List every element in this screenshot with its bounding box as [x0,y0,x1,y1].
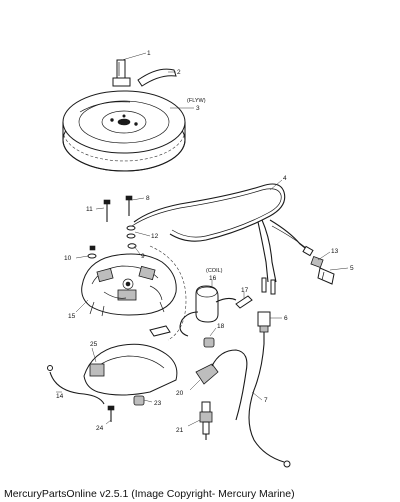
callout-9: 9 [141,253,145,260]
part-6-cap[interactable] [257,311,271,344]
part-13-plug[interactable] [310,256,324,268]
part-1-flywheel-key[interactable] [112,59,131,87]
part-12-washer[interactable] [126,225,136,239]
callout-15: 15 [68,313,76,320]
part-8-screw[interactable] [125,195,133,216]
part-3-flywheel[interactable] [62,90,186,172]
image-caption: MercuryPartsOnline v2.5.1 (Image Copyrig… [4,488,295,500]
part-23-grommet[interactable] [133,395,145,406]
tag-coil: (COIL) [206,268,223,274]
callout-17: 17 [241,287,249,294]
part-2-strap[interactable] [137,68,177,87]
callout-10: 10 [64,255,72,262]
callout-18: 18 [217,323,225,330]
part-25-trigger-plate[interactable] [83,325,178,396]
callout-23: 23 [154,400,162,407]
callout-6: 6 [284,315,288,322]
callout-25: 25 [90,341,98,348]
callout-5: 5 [350,265,354,272]
callout-16: 16 [209,275,217,282]
callout-13: 13 [331,248,339,255]
part-20-plug-boot[interactable] [195,349,248,421]
part-17-clip[interactable] [235,295,253,309]
callout-1: 1 [147,50,151,57]
part-11-screw[interactable] [103,199,111,222]
part-24-screw[interactable] [107,405,115,422]
part-14-ground-lead[interactable] [47,365,105,405]
callout-8: 8 [146,195,150,202]
callout-21: 21 [176,427,184,434]
part-18-boot[interactable] [203,337,215,348]
part-4-wire-harness[interactable] [131,183,314,295]
callout-7: 7 [264,397,268,404]
part-21-spark-plug[interactable] [199,401,213,440]
callout-3: 3 [196,105,200,112]
part-10-screw[interactable] [87,245,97,259]
callout-20: 20 [176,390,184,397]
tag-flywheel: (FLYW) [187,98,206,104]
callout-11: 11 [86,206,93,213]
callout-24: 24 [96,425,104,432]
callout-12: 12 [151,233,159,240]
callout-numbers: 1 2 (FLYW) 3 4 5 6 7 8 9 10 11 12 13 14 … [56,50,354,434]
leader-lines [56,52,349,427]
callout-4: 4 [283,175,287,182]
callout-2: 2 [177,69,181,76]
part-7-kill-lead[interactable] [248,343,291,468]
part-16-ignition-coil[interactable] [179,285,237,337]
part-5-connector[interactable] [317,267,335,285]
part-9-washer[interactable] [127,243,137,249]
part-15-stator-plate[interactable] [81,253,177,317]
callout-14: 14 [56,393,64,400]
